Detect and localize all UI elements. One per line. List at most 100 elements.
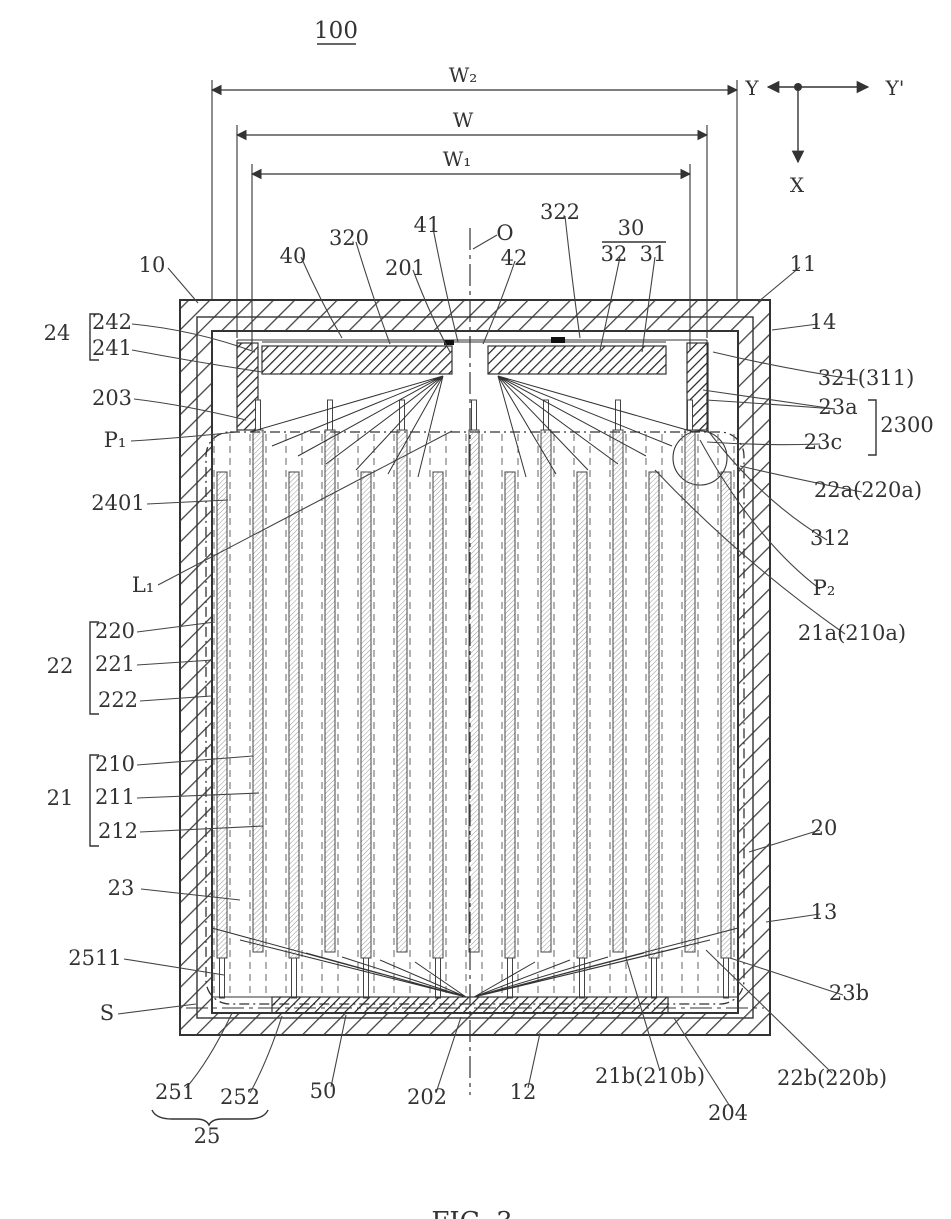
label-50: 50 (310, 1079, 337, 1103)
label-12: 12 (510, 1080, 537, 1104)
electrode-plate-bottom-connected (288, 471, 300, 959)
label-21a-210a: 21a(210a) (798, 621, 906, 645)
label-221: 221 (95, 652, 135, 676)
label-32: 32 (601, 242, 628, 266)
label-42: 42 (501, 246, 528, 270)
label-203: 203 (92, 386, 132, 410)
electrode-plate-top-connected (540, 429, 552, 953)
label-211: 211 (95, 785, 135, 809)
leader-lines-right (654, 266, 863, 996)
label-100: 100 (314, 18, 358, 44)
electrode-tab (543, 399, 549, 431)
tab-bar-left (261, 345, 453, 375)
case-liner (196, 316, 754, 1019)
label-41: 41 (414, 213, 441, 237)
bracket-21 (89, 754, 99, 847)
label-222: 222 (98, 688, 138, 712)
electrode-plate-top-connected (252, 429, 264, 953)
leader-lines-top (300, 215, 656, 353)
label-212: 212 (98, 819, 138, 843)
label-11: 11 (790, 252, 817, 276)
label-251: 251 (155, 1080, 195, 1104)
label-10: 10 (139, 253, 166, 277)
label-o-origin: O (496, 221, 513, 245)
electrode-plate-bottom-connected (504, 471, 516, 959)
electrode-tab (327, 399, 333, 431)
label-40: 40 (280, 244, 307, 268)
label-y-prime-axis: Y' (885, 76, 905, 100)
electrode-tab (291, 957, 297, 999)
tab-mark-1 (444, 340, 454, 345)
corner-detail-circle (672, 430, 728, 486)
left-terminal-block (236, 342, 259, 431)
label-w1: W₁ (443, 147, 472, 171)
label-y-axis: Y (744, 76, 759, 100)
electrode-tab (219, 957, 225, 999)
label-23: 23 (108, 876, 135, 900)
label-l1: L₁ (132, 573, 154, 597)
electrode-plate-bottom-connected (648, 471, 660, 959)
electrode-plate-bottom-connected (720, 471, 732, 959)
label-21b-210b: 21b(210b) (595, 1064, 705, 1088)
electrode-plate-top-connected (324, 429, 336, 953)
electrode-plate-top-connected (396, 429, 408, 953)
electrode-plate-bottom-connected (360, 471, 372, 959)
electrode-tab (255, 399, 261, 431)
label-w2: W₂ (449, 63, 478, 87)
electrode-tab (687, 399, 693, 431)
label-23b: 23b (829, 981, 869, 1005)
tab-bar-right (487, 345, 667, 375)
label-22b-220b: 22b(220b) (777, 1066, 887, 1090)
tab-mark-2 (551, 337, 565, 343)
label-312: 312 (810, 526, 850, 550)
label-p1: P₁ (104, 428, 127, 452)
case-housing (179, 299, 771, 1036)
label-14: 14 (810, 310, 837, 334)
label-23c: 23c (804, 430, 842, 454)
leader-lines-bottom (185, 949, 833, 1109)
electrode-tab (723, 957, 729, 999)
label-2511: 2511 (68, 946, 121, 970)
label-21: 21 (47, 786, 74, 810)
bracket-22 (89, 621, 99, 715)
brace-25 (151, 1109, 269, 1127)
label-204: 204 (708, 1101, 748, 1125)
label-22: 22 (47, 654, 74, 678)
label-s: S (100, 1001, 114, 1025)
label-2401: 2401 (91, 491, 144, 515)
label-321-311: 321(311) (818, 366, 915, 390)
label-p2: P₂ (813, 576, 836, 600)
electrode-plate-bottom-connected (216, 471, 228, 959)
leader-lines-left (117, 267, 453, 1015)
electrode-plate-top-connected (612, 429, 624, 953)
label-320: 320 (329, 226, 369, 250)
group-brackets (89, 43, 877, 1127)
dimension-w2 (210, 80, 739, 300)
electrode-plate-bottom-connected (576, 471, 588, 959)
label-210: 210 (95, 752, 135, 776)
label-20: 20 (811, 816, 838, 840)
label-241: 241 (92, 336, 132, 360)
label-25: 25 (194, 1124, 221, 1148)
label-22a-220a: 22a(220a) (814, 478, 922, 502)
label-w: W (453, 108, 474, 132)
top-connection-fan (249, 375, 695, 478)
label-31: 31 (640, 242, 667, 266)
axis-indicator (766, 80, 870, 164)
label-30: 30 (618, 216, 645, 240)
bottom-bar (212, 996, 738, 1014)
electrode-fingers (213, 399, 735, 999)
label-201: 201 (385, 256, 425, 280)
label-322: 322 (540, 200, 580, 224)
label-13: 13 (811, 900, 838, 924)
label-fig-caption: FIG. 3 (431, 1207, 512, 1219)
label-24: 24 (44, 321, 71, 345)
bottom-connection-fan (211, 927, 739, 998)
electrode-tab (399, 399, 405, 431)
electrode-tab (651, 957, 657, 999)
label-252: 252 (220, 1085, 260, 1109)
label-202: 202 (407, 1085, 447, 1109)
electrode-tab (507, 957, 513, 999)
